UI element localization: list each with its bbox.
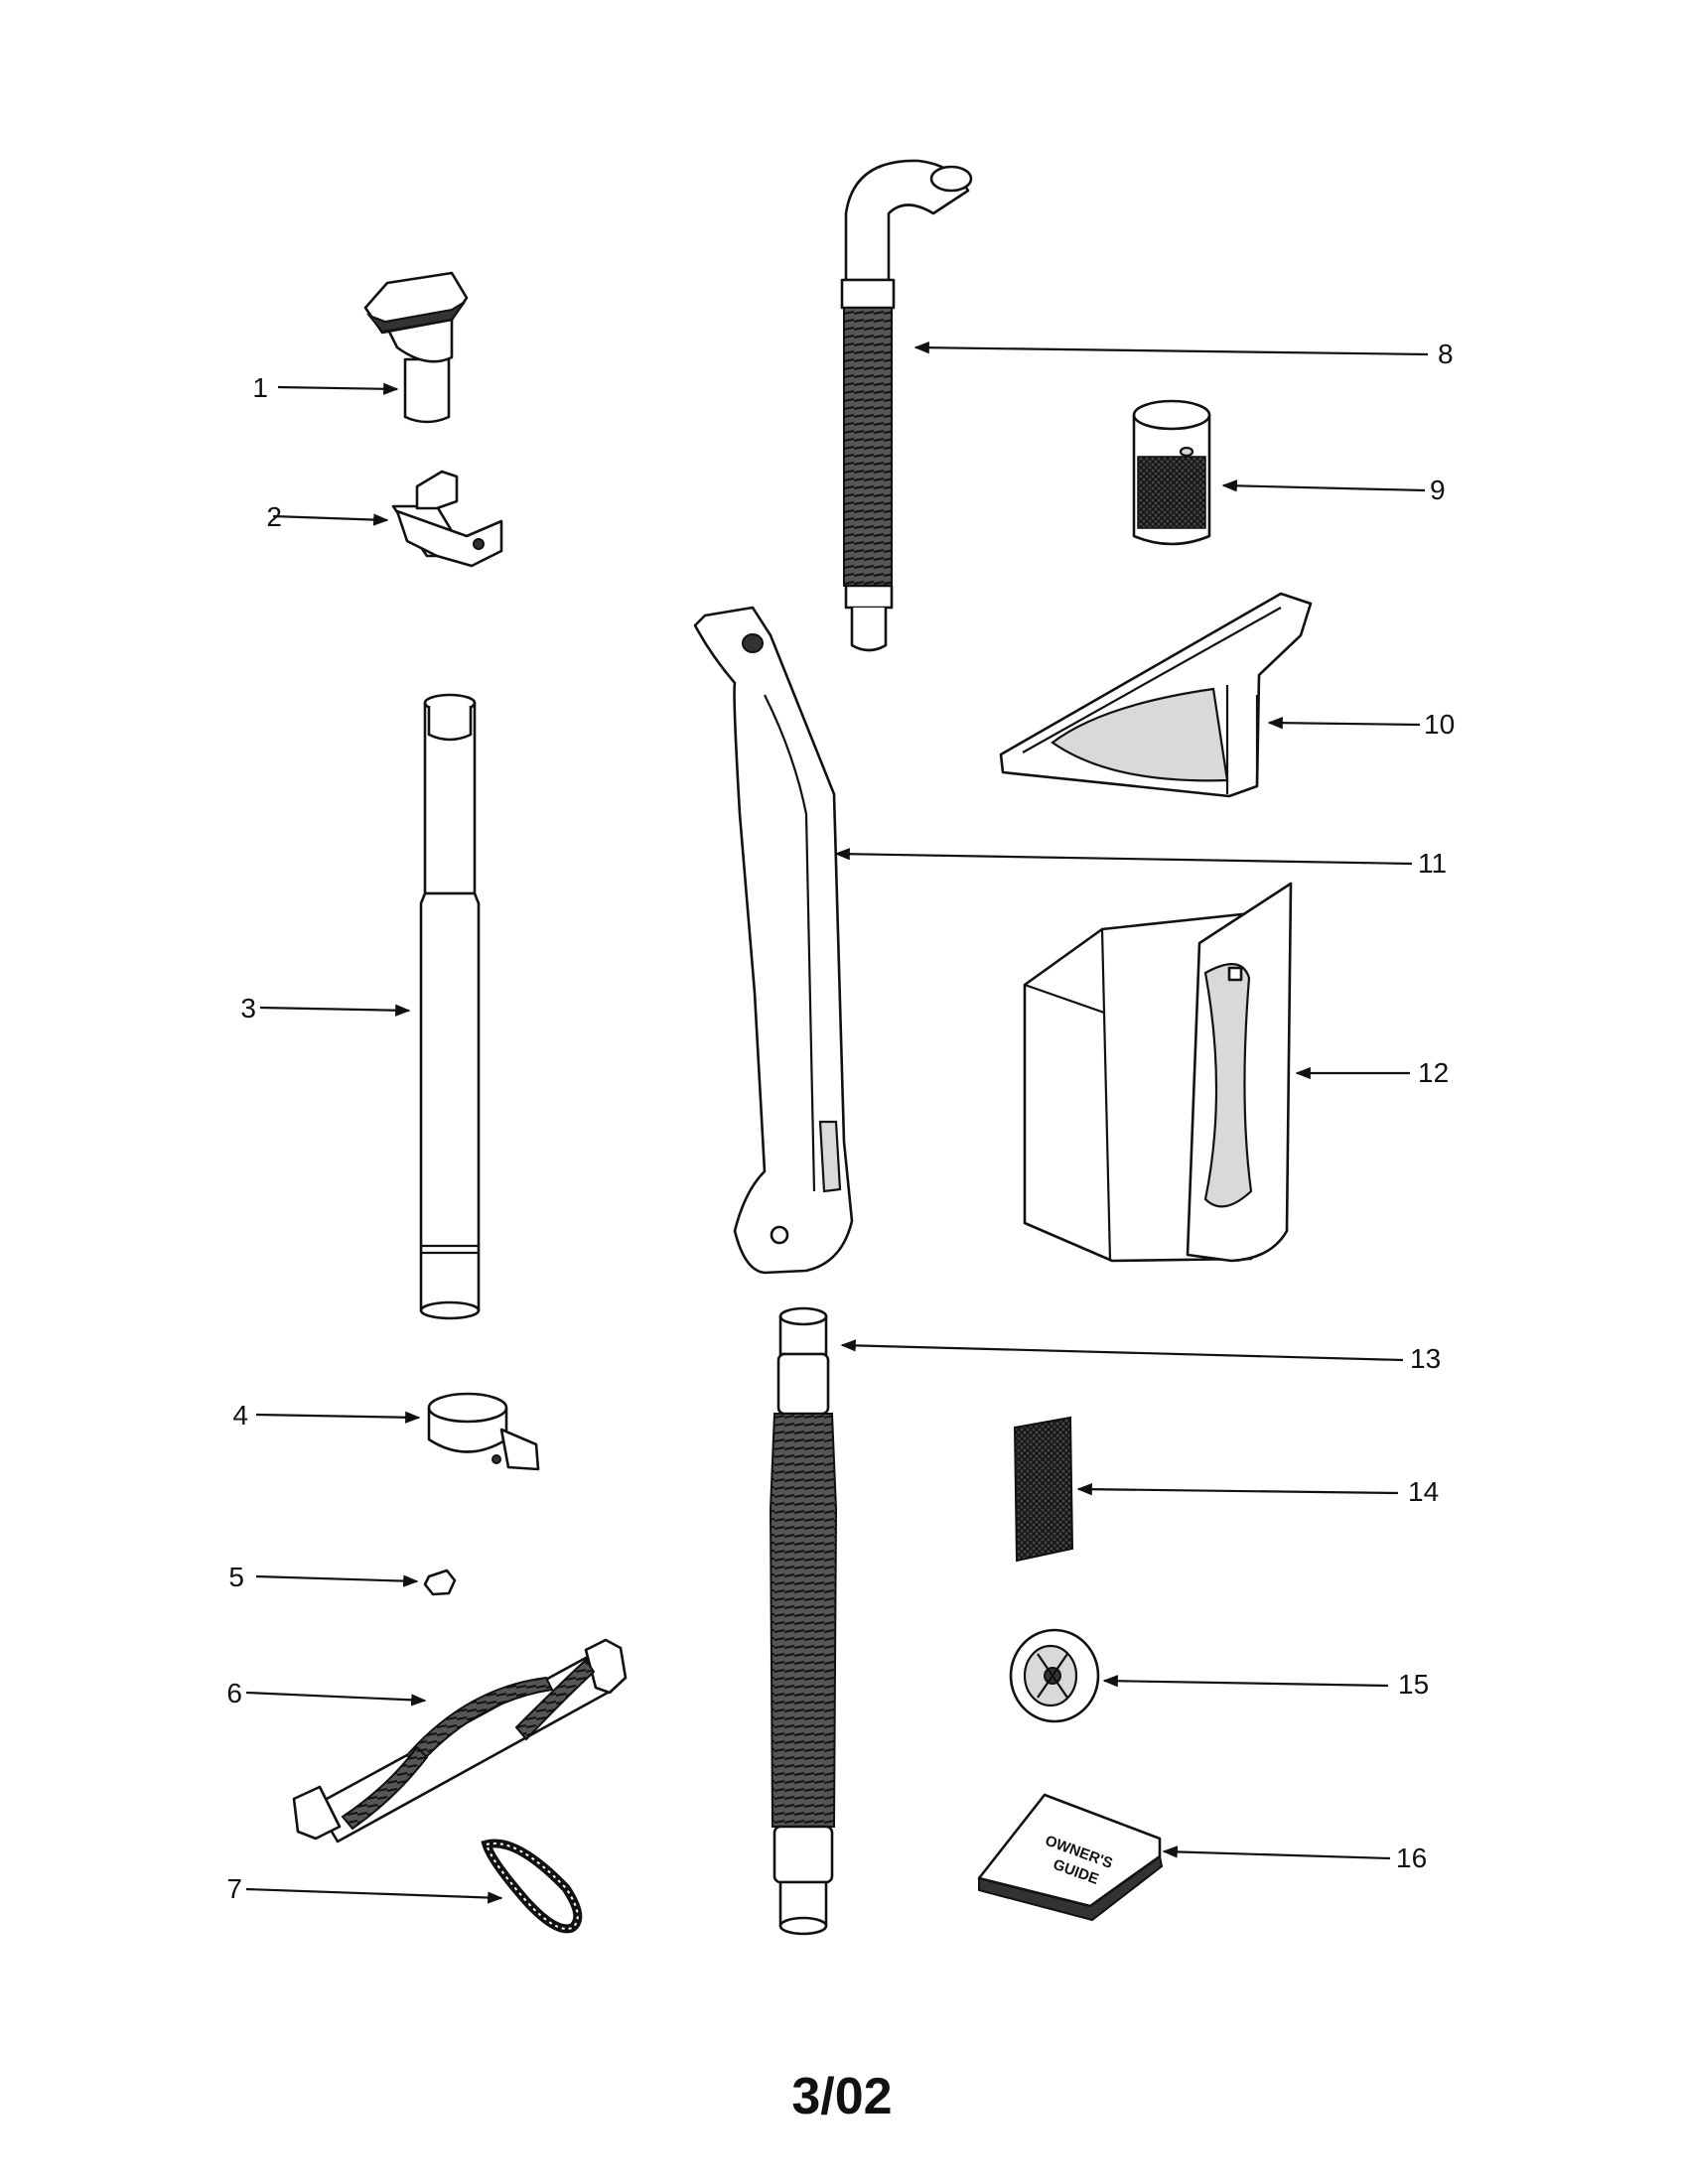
part-1-upholstery-tool [363, 271, 469, 424]
callout-4: 4 [232, 1400, 248, 1431]
callout-16: 16 [1396, 1843, 1427, 1873]
part-7-belt [481, 1839, 583, 1934]
part-15-wheel [1009, 1628, 1100, 1723]
part-14-filter-pad [1013, 1416, 1074, 1563]
part-12-dirt-cup [1023, 882, 1293, 1263]
part-5-nut [423, 1569, 457, 1596]
part-10-filter-lid [999, 592, 1313, 798]
callout-6: 6 [226, 1678, 242, 1708]
callout-7: 7 [226, 1873, 242, 1904]
date-code: 3/02 [791, 2068, 893, 2125]
part-3-wand [419, 693, 481, 1320]
callout-8: 8 [1438, 339, 1454, 369]
part-13-lower-hose [769, 1306, 838, 1936]
callout-1: 1 [252, 372, 268, 403]
callout-13: 13 [1410, 1343, 1441, 1374]
part-8-upper-hose [840, 159, 973, 652]
callout-3: 3 [240, 993, 256, 1024]
callout-9: 9 [1430, 475, 1446, 505]
part-2-clip [391, 470, 503, 568]
callout-2: 2 [266, 501, 282, 532]
callout-12: 12 [1418, 1057, 1449, 1088]
callout-10: 10 [1424, 709, 1455, 740]
callout-15: 15 [1398, 1669, 1429, 1700]
callout-14: 14 [1408, 1476, 1439, 1507]
part-16-owners-guide: OWNER'S GUIDE [977, 1793, 1164, 1922]
part-4-ring-bracket [427, 1392, 540, 1471]
callout-11: 11 [1418, 848, 1447, 879]
part-6-brushroll [292, 1638, 628, 1843]
callout-5: 5 [228, 1562, 244, 1592]
part-9-filter [1132, 399, 1211, 546]
part-11-handle [693, 606, 854, 1275]
